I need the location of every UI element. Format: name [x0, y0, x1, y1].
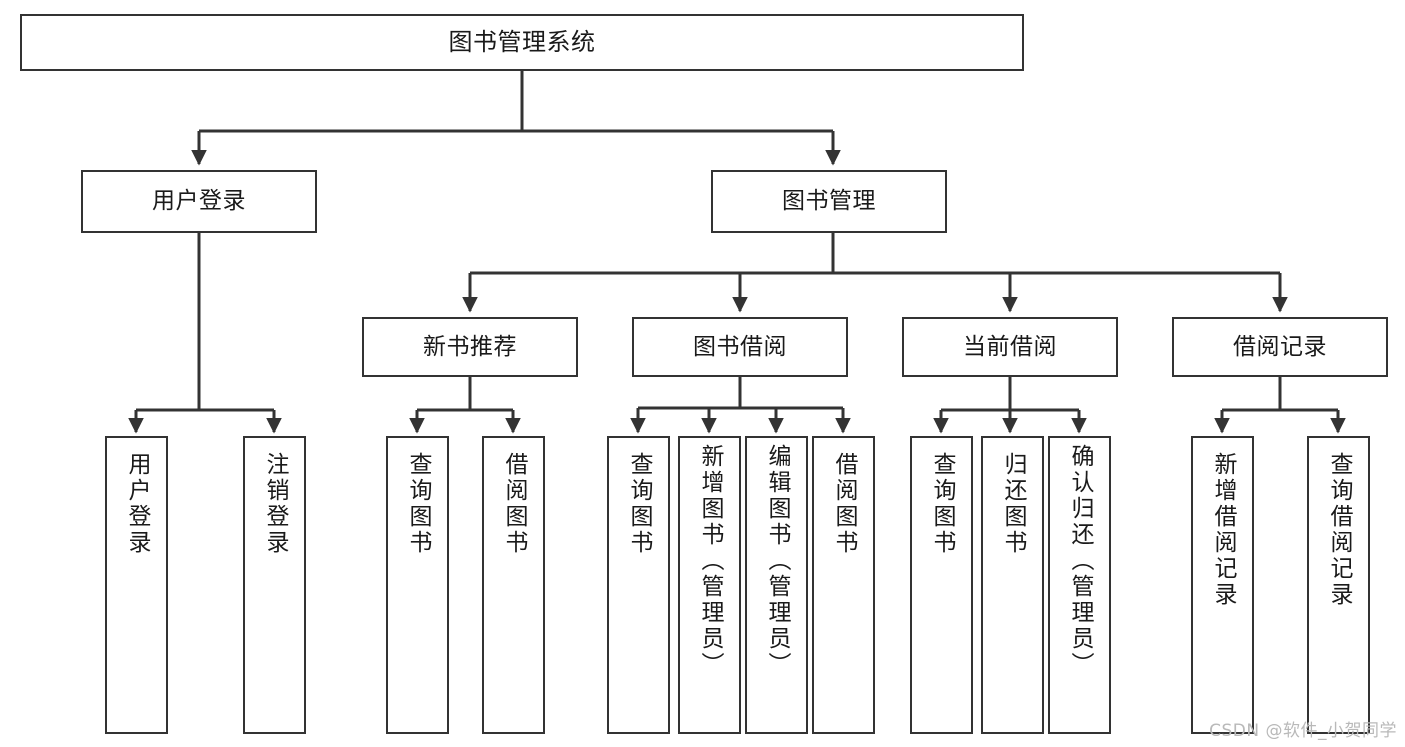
- node-label: 查询图书: [626, 452, 652, 556]
- leaf-book-borrow-add-book-admin[interactable]: 新增图书（管理员）: [678, 436, 741, 734]
- node-label: 借阅图书: [501, 452, 527, 556]
- node-label: 图书管理系统: [448, 27, 596, 56]
- node-label: 用户登录: [152, 188, 246, 215]
- node-book-management[interactable]: 图书管理: [711, 170, 947, 233]
- node-label: 编辑图书（管理员）: [764, 444, 790, 678]
- leaf-current-borrow-query-book[interactable]: 查询图书: [910, 436, 973, 734]
- node-label: 图书借阅: [693, 333, 787, 360]
- node-label: 用户登录: [124, 452, 150, 556]
- leaf-borrow-record-query-record[interactable]: 查询借阅记录: [1307, 436, 1370, 734]
- leaf-new-book-borrow-book[interactable]: 借阅图书: [482, 436, 545, 734]
- node-label: 新增图书（管理员）: [697, 444, 723, 678]
- node-label: 图书管理: [782, 188, 876, 215]
- node-label: 新增借阅记录: [1210, 452, 1236, 608]
- leaf-book-borrow-borrow-book[interactable]: 借阅图书: [812, 436, 875, 734]
- leaf-user-login-logout[interactable]: 注销登录: [243, 436, 306, 734]
- leaf-current-borrow-confirm-return-admin[interactable]: 确认归还（管理员）: [1048, 436, 1111, 734]
- node-label: 确认归还（管理员）: [1067, 444, 1093, 678]
- leaf-user-login-login[interactable]: 用户登录: [105, 436, 168, 734]
- node-label: 借阅记录: [1233, 333, 1327, 360]
- node-root-book-management-system[interactable]: 图书管理系统: [20, 14, 1024, 71]
- node-book-borrow[interactable]: 图书借阅: [632, 317, 848, 377]
- node-label: 当前借阅: [963, 333, 1057, 360]
- node-current-borrow[interactable]: 当前借阅: [902, 317, 1118, 377]
- node-label: 新书推荐: [423, 333, 517, 360]
- node-label: 注销登录: [262, 452, 288, 556]
- node-new-book-recommend[interactable]: 新书推荐: [362, 317, 578, 377]
- node-borrow-record[interactable]: 借阅记录: [1172, 317, 1388, 377]
- leaf-book-borrow-edit-book-admin[interactable]: 编辑图书（管理员）: [745, 436, 808, 734]
- watermark-text: CSDN @软件_小贺同学: [1209, 721, 1397, 741]
- node-user-login[interactable]: 用户登录: [81, 170, 317, 233]
- node-label: 查询借阅记录: [1326, 452, 1352, 608]
- node-label: 归还图书: [1000, 452, 1026, 556]
- node-label: 借阅图书: [831, 452, 857, 556]
- leaf-new-book-query-book[interactable]: 查询图书: [386, 436, 449, 734]
- leaf-borrow-record-add-record[interactable]: 新增借阅记录: [1191, 436, 1254, 734]
- node-label: 查询图书: [405, 452, 431, 556]
- node-label: 查询图书: [929, 452, 955, 556]
- leaf-book-borrow-query-book[interactable]: 查询图书: [607, 436, 670, 734]
- leaf-current-borrow-return-book[interactable]: 归还图书: [981, 436, 1044, 734]
